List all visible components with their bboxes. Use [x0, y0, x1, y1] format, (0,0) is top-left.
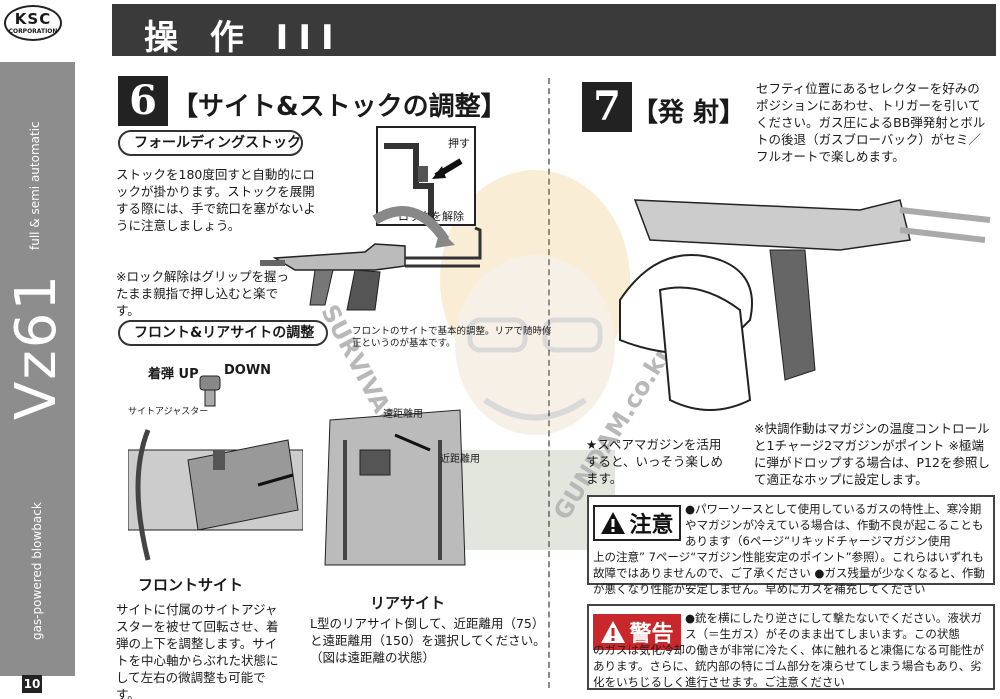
sight-adjuster-label: サイトアジャスター — [128, 407, 209, 417]
lock-release-note: ※ロック解除はグリップを握ったまま親指で押し込むと楽です。 — [116, 269, 289, 318]
front-sight-illustration — [128, 429, 303, 561]
section-7-number: 7 — [582, 82, 632, 132]
sight-adjuster-tool-icon — [199, 375, 221, 407]
page-title: 操 作 III — [144, 18, 344, 58]
gun-folding-stock-illustration — [260, 206, 482, 311]
firing-text: セフティ位置にあるセレクターを好みのポジションにあわせ、トリガーを引いてください… — [756, 81, 986, 164]
ksc-logo: KSC CORPORATION — [4, 5, 62, 41]
warning-text-right: ●銃を横にしたり逆さにして撃たないでください。液状ガス（＝生ガス）がそのまま出て… — [685, 611, 982, 641]
impact-down-label: DOWN — [224, 363, 272, 378]
section-6-title: 【サイト&ストックの調整】 — [172, 92, 507, 122]
warning-label: 警告 — [629, 622, 674, 647]
operation-notes: ※快調作動はマガジンの温度コントロールと1チャージ2マガジンがポイント ※極端に… — [754, 421, 990, 487]
rear-sight-caption: リアサイト — [370, 594, 446, 612]
front-sight-caption: フロントサイト — [138, 576, 244, 594]
warning-box: 警告 ●銃を横にしたり逆さにして撃たないでください。液状ガス（＝生ガス）がそのま… — [587, 604, 995, 690]
long-range-label: 遠距離用 — [383, 409, 423, 420]
spare-magazine-text: ★スペアマガジンを活用すると、いっそう楽しめます。 — [586, 437, 724, 486]
logo-sub-text: CORPORATION — [8, 28, 58, 35]
rear-sight-illustration — [324, 409, 466, 566]
caution-triangle-icon — [600, 511, 626, 535]
front-sight-text: サイトに付属のサイトアジャスターを被せて回転させ、着弾の上下を調整します。サイト… — [116, 602, 279, 699]
sidebar-model: Vz61 — [4, 273, 69, 420]
section-7-title: 【発 射】 — [632, 98, 746, 128]
caution-box: 注意 ●パワーソースとして使用しているガスの特性上、寒冷期やマガジンが冷えている… — [587, 495, 995, 596]
section-6-number: 6 — [118, 76, 168, 126]
firing-hands-gun-illustration — [619, 199, 991, 411]
sight-basic-note: フロントのサイトで基本的調整。リアで随時修正というのが基本です。 — [352, 326, 552, 349]
caution-text-right: ●パワーソースとして使用しているガスの特性上、寒冷期やマガジンが冷えている場合は… — [685, 502, 984, 548]
page-number: 10 — [22, 675, 42, 693]
short-range-label: 近距離用 — [440, 454, 480, 465]
warning-text-full: のガスは気化冷却の働きが非常に冷たく、体に触れると凍傷になる可能性があります。さ… — [593, 643, 984, 689]
logo-main-text: KSC — [14, 10, 52, 28]
sidebar: KSC CORPORATION full & semi automatic Vz… — [0, 0, 75, 699]
sidebar-type: gas-powered blowback — [30, 502, 44, 640]
warning-triangle-icon — [600, 620, 626, 644]
sidebar-band — [0, 62, 75, 676]
sight-adjust-subhead: フロント&リアサイトの調整 — [118, 320, 328, 346]
column-divider — [548, 78, 550, 688]
caution-badge: 注意 — [593, 505, 681, 541]
folding-stock-subhead: フォールディングストック — [118, 130, 303, 156]
caution-label: 注意 — [629, 513, 674, 538]
warning-badge: 警告 — [593, 614, 681, 650]
header-bar: 操 作 III — [112, 4, 996, 58]
caution-text-full: 上の注意” 7ページ“マガジン性能安定のポイント”参照）。これらはいずれも故障で… — [593, 550, 985, 596]
rear-sight-text: L型のリアサイト倒して、近距離用（75）と遠距離用（150）を選択してください。… — [310, 616, 546, 665]
impact-up-label: 着弾 UP — [148, 367, 199, 382]
sidebar-tagline: full & semi automatic — [28, 121, 42, 250]
folding-stock-text: ストックを180度回すと自動的にロックが掛かります。ストックを展開する際には、手… — [116, 167, 316, 233]
lock-release-inset-illustration — [376, 126, 476, 226]
push-label: 押す — [448, 137, 470, 150]
